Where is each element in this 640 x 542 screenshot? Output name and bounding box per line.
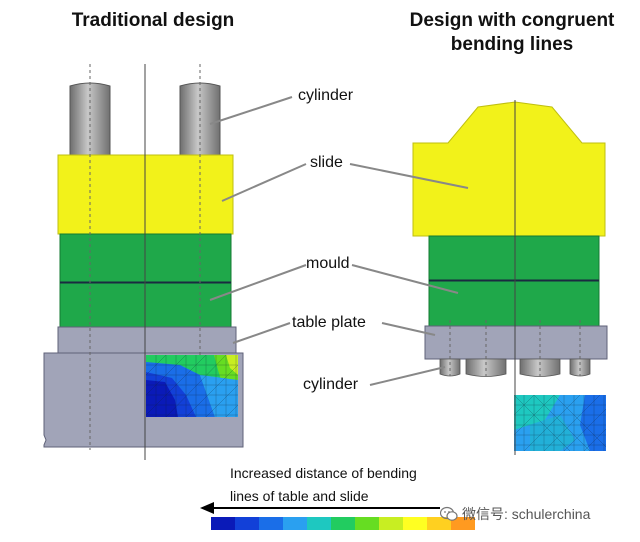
arrow-head-left-icon [200, 502, 214, 514]
caption-line1: Increased distance of bending [230, 465, 417, 481]
colorbar-swatch-2 [259, 517, 283, 530]
right-mould-lower [428, 280, 600, 327]
congruent-press [412, 100, 608, 455]
label-cylinder-top: cylinder [298, 87, 354, 104]
label-cylinder-bottom: cylinder [303, 376, 359, 393]
colorbar-swatch-1 [235, 517, 259, 530]
left-fem-patch [145, 354, 239, 418]
leader-lines [209, 96, 469, 386]
right-bottom-cylinder-1 [439, 358, 461, 377]
colorbar-swatch-3 [283, 517, 307, 530]
leader-slide-left [221, 163, 307, 202]
colorbar-swatch-7 [379, 517, 403, 530]
leader-cylinder-top [209, 96, 293, 125]
distance-arrow [200, 502, 440, 514]
colorbar-swatch-4 [307, 517, 331, 530]
right-mould-upper [428, 235, 600, 281]
label-mould: mould [306, 255, 350, 272]
caption-line2: lines of table and slide [230, 488, 369, 504]
label-table-plate: table plate [292, 314, 366, 331]
title-congruent-line2: bending lines [450, 34, 574, 55]
leader-table-left [232, 322, 291, 344]
title-traditional-design: Traditional design [71, 10, 235, 31]
right-bottom-cylinder-4 [569, 358, 591, 377]
wechat-icon [440, 506, 458, 521]
leader-mould-right [351, 264, 459, 294]
right-bottom-cylinder-2 [465, 358, 507, 377]
caption: Increased distance of bending lines of t… [230, 462, 480, 508]
leader-slide-right [349, 163, 469, 189]
leader-cylinder-bottom [369, 366, 446, 386]
leader-table-right [381, 322, 436, 336]
left-table-plate [57, 326, 237, 354]
title-congruent-design: Design with congruent bending lines [392, 9, 632, 57]
right-table-plate [424, 325, 608, 360]
title-congruent-line1: Design with congruent [409, 10, 615, 31]
colorbar-swatch-9 [427, 517, 451, 530]
right-slide [412, 101, 606, 237]
colorbar [211, 517, 475, 530]
traditional-press [43, 64, 244, 460]
right-bottom-cylinder-3 [519, 358, 561, 377]
right-fem-patch [513, 394, 607, 452]
colorbar-swatch-6 [355, 517, 379, 530]
colorbar-swatch-8 [403, 517, 427, 530]
colorbar-swatch-0 [211, 517, 235, 530]
colorbar-swatch-5 [331, 517, 355, 530]
watermark-text: 微信号: schulerchina [462, 506, 591, 522]
leader-mould-left [209, 264, 307, 301]
label-slide: slide [310, 154, 343, 171]
colorbar-swatch-10 [451, 517, 475, 530]
watermark: 微信号: schulerchina [440, 504, 590, 524]
